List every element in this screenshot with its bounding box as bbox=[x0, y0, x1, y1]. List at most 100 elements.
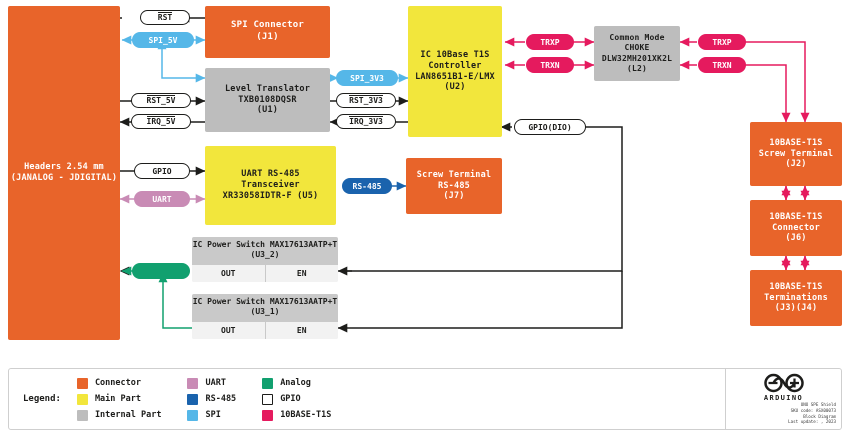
brand-box: ARDUINO UNO SPE Shield SKU code: ASX0007… bbox=[725, 369, 841, 429]
power-switch-u3-1-cells: OUT EN bbox=[192, 321, 338, 339]
block-t1s-connector[interactable]: 10BASE-T1S Connector (J6) bbox=[750, 200, 842, 256]
brand-meta-line-3: Block Diagram bbox=[803, 413, 836, 419]
legend-label-analog: Analog bbox=[280, 378, 311, 388]
signal-pill-gpio-dio[interactable]: GPIO(DIO) bbox=[514, 119, 586, 135]
signal-pill-rst[interactable]: RST bbox=[140, 10, 190, 25]
legend-swatch-connector bbox=[76, 377, 88, 389]
block-screw-rs485-line-1: Screw Terminal bbox=[416, 169, 492, 180]
block-uart-line-3: XR33058IDTR-F (U5) bbox=[222, 190, 319, 201]
block-headers-line-2: (JANALOG - JDIGITAL) bbox=[10, 173, 118, 183]
block-headers[interactable]: Headers 2.54 mm (JANALOG - JDIGITAL) bbox=[8, 6, 120, 340]
power-switch-u3-1-title-2: MAX17613AATP+T (U3_1) bbox=[250, 297, 338, 317]
signal-pill-trxn-right[interactable]: TRXN bbox=[698, 57, 746, 73]
signal-pill-gpio[interactable]: GPIO bbox=[134, 163, 190, 179]
signal-pill-gpio-dio-label: GPIO(DIO) bbox=[528, 122, 572, 132]
block-level-translator[interactable]: Level Translator TXB0108DQSR (U1) bbox=[205, 68, 330, 132]
signal-pill-rst-5v[interactable]: RST_5V bbox=[131, 93, 191, 108]
block-t1s-terminations-line-1: 10BASE-T1S bbox=[769, 281, 823, 292]
arduino-infinity-logo-icon bbox=[763, 373, 804, 393]
signal-pill-spi-3v3-label: SPI_3V3 bbox=[350, 73, 384, 83]
block-t1s-controller-line-4: (U2) bbox=[444, 82, 466, 93]
block-t1s-connector-line-3: (J6) bbox=[785, 233, 807, 244]
power-switch-u3-1-header: IC Power Switch MAX17613AATP+T (U3_1) bbox=[192, 294, 338, 322]
signal-pill-trxp-left[interactable]: TRXP bbox=[526, 34, 574, 50]
legend-label-spi: SPI bbox=[205, 410, 221, 420]
block-t1s-terminations-line-2: Terminations bbox=[764, 292, 828, 303]
signal-pill-rs485[interactable]: RS-485 bbox=[342, 178, 392, 194]
block-power-switch-u3-1[interactable]: IC Power Switch MAX17613AATP+T (U3_1) OU… bbox=[192, 294, 338, 339]
block-choke-line-1: Common Mode bbox=[609, 33, 665, 43]
block-t1s-connector-line-1: 10BASE-T1S bbox=[769, 211, 823, 222]
legend-label-gpio: GPIO bbox=[280, 394, 301, 404]
legend-item-10base-t1s: 10BASE-T1S bbox=[262, 409, 331, 421]
signal-pill-irq-3v3[interactable]: IRQ_3V3 bbox=[336, 114, 396, 129]
block-choke-line-2: CHOKE bbox=[624, 43, 650, 53]
block-power-switch-u3-2[interactable]: IC Power Switch MAX17613AATP+T (U3_2) OU… bbox=[192, 237, 338, 282]
block-screw-rs485-line-3: (J7) bbox=[443, 191, 465, 202]
legend-item-internal-part: Internal Part bbox=[76, 409, 162, 421]
brand-meta-line-1: UNO SPE Shield bbox=[800, 402, 836, 408]
signal-pill-trxn-left-label: TRXN bbox=[540, 60, 560, 70]
block-spi-connector-line-1: SPI Connector bbox=[230, 20, 305, 31]
signal-pill-spi-3v3[interactable]: SPI_3V3 bbox=[336, 70, 398, 86]
signal-pill-spi-5v[interactable]: SPI_5V bbox=[132, 32, 194, 48]
signal-pill-rs485-label: RS-485 bbox=[352, 181, 382, 191]
block-level-translator-line-2: TXB0108DQSR bbox=[238, 94, 297, 105]
power-switch-u3-1-en[interactable]: EN bbox=[264, 321, 338, 339]
signal-pill-trxn-left[interactable]: TRXN bbox=[526, 57, 574, 73]
block-choke-line-4: (L2) bbox=[626, 63, 648, 73]
brand-meta-line-2: SKU code: ASX00073 bbox=[790, 407, 836, 413]
power-switch-u3-2-out[interactable]: OUT bbox=[192, 264, 265, 282]
block-t1s-controller-line-3: LAN8651B1-E/LMX bbox=[415, 71, 495, 82]
signal-pill-analog[interactable] bbox=[132, 263, 190, 279]
signal-pill-trxp-right[interactable]: TRXP bbox=[698, 34, 746, 50]
legend-item-gpio: GPIO bbox=[262, 393, 331, 405]
block-spi-connector[interactable]: SPI Connector (J1) bbox=[205, 6, 330, 58]
block-screw-terminal-rs485[interactable]: Screw Terminal RS-485 (J7) bbox=[406, 158, 502, 214]
legend-item-spi: SPI bbox=[187, 409, 236, 421]
legend-item-connector: Connector bbox=[76, 377, 162, 389]
legend-panel: Legend: Connector Main Part Internal Par… bbox=[8, 368, 842, 430]
block-t1s-screw-terminal[interactable]: 10BASE-T1S Screw Terminal (J2) bbox=[750, 122, 842, 186]
block-choke-line-3: DLW32MH201XK2L bbox=[601, 53, 673, 63]
signal-pill-irq-3v3-label: IRQ_3V3 bbox=[349, 116, 383, 126]
power-switch-u3-1-out[interactable]: OUT bbox=[192, 321, 265, 339]
block-t1s-controller[interactable]: IC 10Base T1S Controller LAN8651B1-E/LMX… bbox=[408, 6, 502, 137]
block-t1s-controller-line-1: IC 10Base T1S bbox=[420, 49, 490, 60]
signal-pill-rst-label: RST bbox=[157, 12, 173, 22]
arduino-wordmark: ARDUINO bbox=[763, 394, 804, 403]
legend-swatch-gpio bbox=[262, 393, 274, 405]
signal-pill-trxp-left-label: TRXP bbox=[540, 37, 560, 47]
block-uart-rs485-transceiver[interactable]: UART RS-485 Transceiver XR33058IDTR-F (U… bbox=[205, 146, 336, 225]
legend-body: Legend: Connector Main Part Internal Par… bbox=[9, 369, 725, 429]
block-t1s-terminations[interactable]: 10BASE-T1S Terminations (J3)(J4) bbox=[750, 270, 842, 326]
legend-swatch-rs485 bbox=[187, 393, 199, 405]
legend-swatch-10base-t1s bbox=[262, 409, 274, 421]
block-common-mode-choke[interactable]: Common Mode CHOKE DLW32MH201XK2L (L2) bbox=[594, 26, 680, 81]
power-switch-u3-2-en[interactable]: EN bbox=[264, 264, 338, 282]
power-switch-u3-1-title-1: IC Power Switch bbox=[192, 297, 265, 306]
legend-swatch-main-part bbox=[76, 393, 88, 405]
signal-pill-spi-5v-label: SPI_5V bbox=[148, 35, 178, 45]
legend-title: Legend: bbox=[23, 394, 61, 404]
legend-label-rs485: RS-485 bbox=[205, 394, 237, 404]
legend-item-uart: UART bbox=[187, 377, 236, 389]
legend-label-internal-part: Internal Part bbox=[94, 410, 162, 420]
block-t1s-screw-line-2: Screw Terminal bbox=[758, 148, 834, 159]
signal-pill-irq-5v-label: IRQ_5V bbox=[146, 116, 176, 126]
block-headers-line-1: Headers 2.54 mm bbox=[24, 162, 104, 173]
power-switch-u3-2-title-2: MAX17613AATP+T (U3_2) bbox=[250, 240, 338, 260]
signal-pill-uart-label: UART bbox=[152, 194, 172, 204]
signal-pill-irq-5v[interactable]: IRQ_5V bbox=[131, 114, 191, 129]
brand-meta: UNO SPE Shield SKU code: ASX00073 Block … bbox=[729, 402, 838, 425]
signal-pill-rst-3v3[interactable]: RST_3V3 bbox=[336, 93, 396, 108]
signal-pill-uart[interactable]: UART bbox=[134, 191, 190, 207]
signal-pill-gpio-label: GPIO bbox=[152, 166, 172, 176]
brand-meta-line-4: Last update: , 2023 bbox=[788, 419, 836, 425]
block-spi-connector-line-2: (J1) bbox=[256, 32, 279, 42]
legend-swatch-analog bbox=[262, 377, 274, 389]
block-screw-rs485-line-2: RS-485 bbox=[438, 180, 470, 191]
signal-pill-trxp-right-label: TRXP bbox=[712, 37, 732, 47]
power-switch-u3-2-header: IC Power Switch MAX17613AATP+T (U3_2) bbox=[192, 237, 338, 265]
block-uart-line-2: Transceiver bbox=[241, 180, 300, 191]
